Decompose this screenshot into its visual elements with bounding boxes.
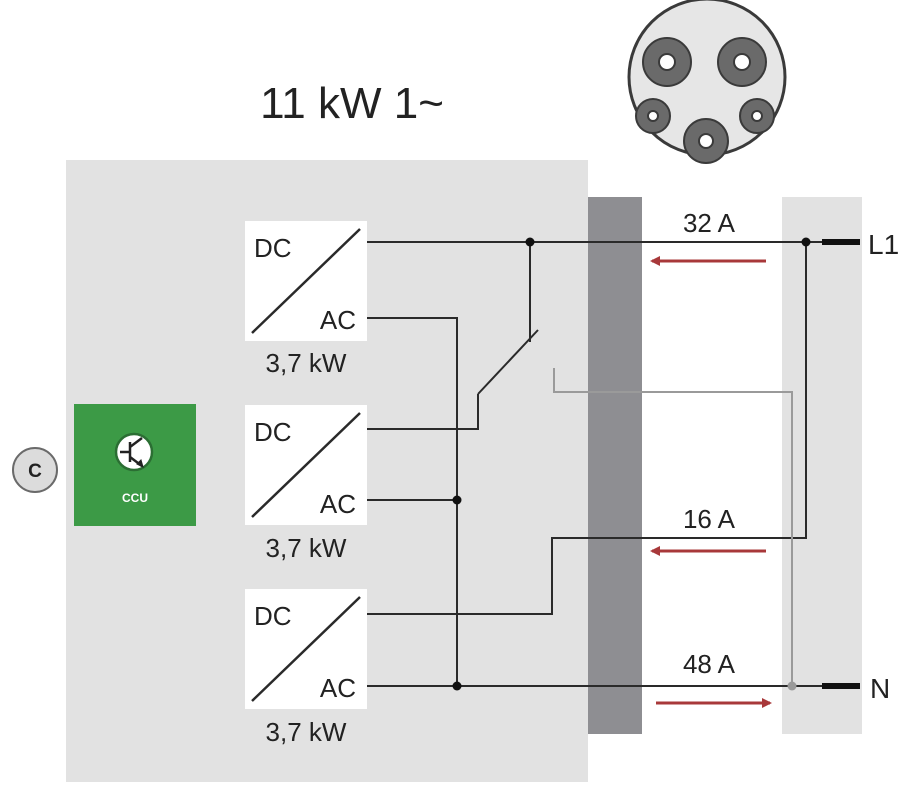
inlet-divider-bar <box>588 197 642 734</box>
converter-2-ac-label: AC <box>320 489 356 519</box>
converter-1: DC AC 3,7 kW <box>245 221 367 378</box>
current-label-n: 48 A <box>683 649 736 679</box>
connector-face-icon <box>627 0 787 164</box>
converter-2: DC AC 3,7 kW <box>245 405 367 563</box>
wiring <box>367 241 822 687</box>
ccu-badge: C <box>12 447 58 493</box>
converter-3-rating: 3,7 kW <box>266 717 347 747</box>
terminal-l1-label: L1 <box>868 229 899 260</box>
converter-3: DC AC 3,7 kW <box>245 589 367 747</box>
transistor-icon <box>114 432 154 472</box>
grid-panel <box>782 197 862 734</box>
junction-dots <box>452 237 811 691</box>
converter-1-rating: 3,7 kW <box>266 348 347 378</box>
current-label-l1: 32 A <box>683 208 736 238</box>
converter-3-ac-label: AC <box>320 673 356 703</box>
ccu-badge-letter: C <box>28 461 42 482</box>
diagram-title: 11 kW 1~ <box>260 79 444 128</box>
converter-1-ac-label: AC <box>320 305 356 335</box>
signal-wire <box>553 368 793 686</box>
ccu-label: CCU <box>122 491 148 505</box>
terminal-n-label: N <box>870 673 890 704</box>
current-label-mid: 16 A <box>683 504 736 534</box>
converter-3-dc-label: DC <box>254 601 292 631</box>
converter-2-dc-label: DC <box>254 417 292 447</box>
converter-2-rating: 3,7 kW <box>266 533 347 563</box>
ccu-module: CCU <box>74 404 196 526</box>
converter-1-dc-label: DC <box>254 233 292 263</box>
